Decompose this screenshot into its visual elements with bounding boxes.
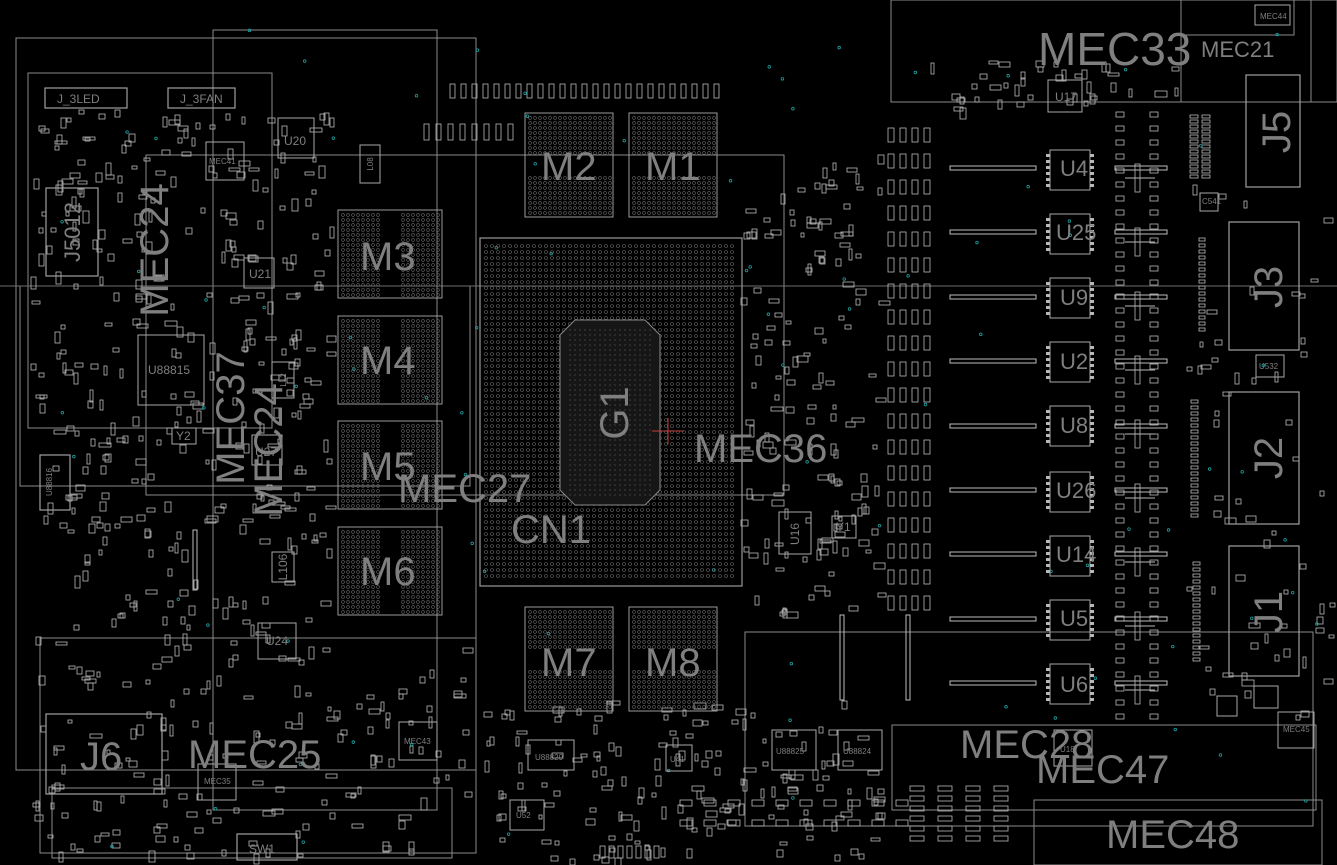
label-y1: Y1 xyxy=(836,520,851,534)
label-u26: U26 xyxy=(1056,478,1096,503)
label-u24: U24 xyxy=(266,634,288,648)
label-u21: U21 xyxy=(249,267,271,281)
label-mec48: MEC48 xyxy=(1106,813,1239,857)
label-m7: M7 xyxy=(541,641,597,685)
label-u41: U41 xyxy=(670,755,685,764)
label-u2: U2 xyxy=(1060,349,1088,374)
label-mec25: MEC25 xyxy=(188,733,321,777)
label-u88820: U88820 xyxy=(535,753,564,762)
label-j-3led: J_3LED xyxy=(57,92,100,106)
label-mec47: MEC47 xyxy=(1036,748,1169,792)
label-j5: J5 xyxy=(1255,111,1299,153)
label-u18: U18 xyxy=(1060,745,1075,754)
label-mec35: MEC35 xyxy=(204,777,231,786)
label-mec27: MEC27 xyxy=(398,467,531,511)
label-u5: U5 xyxy=(1060,606,1088,631)
label-mec33: MEC33 xyxy=(1038,23,1191,75)
label-j5012: J5012 xyxy=(60,202,85,262)
label-u6: U6 xyxy=(1060,672,1088,697)
label-m4: M4 xyxy=(360,339,416,383)
label-mec43: MEC43 xyxy=(404,737,431,746)
label-mec24: MEC24 xyxy=(133,183,177,316)
label-u4: U4 xyxy=(1060,156,1088,181)
label-mec45: MEC45 xyxy=(1283,725,1310,734)
label-u88824: U88824 xyxy=(843,747,872,756)
label-u14: U14 xyxy=(1056,542,1096,567)
label-u88816: U88816 xyxy=(45,467,54,496)
label-mec21: MEC21 xyxy=(1201,37,1274,62)
label-j2: J2 xyxy=(1247,437,1291,479)
label-j-3fan: J_3FAN xyxy=(180,92,223,106)
small-chips xyxy=(137,4,1315,831)
resistor-slots xyxy=(192,165,1168,701)
label-c541: C541 xyxy=(1202,197,1222,206)
label-u88815: U88815 xyxy=(148,363,190,377)
label-m1: M1 xyxy=(645,145,701,189)
connectors xyxy=(39,74,1301,861)
label-u8: U8 xyxy=(1060,413,1088,438)
label-l08: L08 xyxy=(366,157,375,171)
label-sw1: SW1 xyxy=(249,842,275,856)
label-l106: L106 xyxy=(276,553,290,580)
label-mec36: MEC36 xyxy=(694,427,827,471)
label-u88825: U88825 xyxy=(776,747,805,756)
label-l12: L12 xyxy=(279,373,288,387)
label-mec28: MEC28 xyxy=(960,723,1093,767)
label-m8: M8 xyxy=(645,641,701,685)
label-mec44: MEC44 xyxy=(1260,12,1287,21)
label-u20: U20 xyxy=(284,134,306,148)
label-mec24b: MEC24 xyxy=(247,383,291,516)
label-m3: M3 xyxy=(360,235,416,279)
label-j1: J1 xyxy=(1247,591,1291,633)
silkscreen-labels: MEC33 MEC21 MEC44 J5 J3 J2 J1 M2 M1 M3 M… xyxy=(45,12,1310,857)
processor-bga xyxy=(479,237,743,587)
label-mec41: MEC41 xyxy=(209,157,236,166)
label-u52: U52 xyxy=(516,811,531,820)
label-g1: G1 xyxy=(593,386,637,439)
label-j6: J6 xyxy=(80,735,122,779)
label-u532: U532 xyxy=(1259,362,1279,371)
label-m6: M6 xyxy=(360,550,416,594)
memory-chips xyxy=(337,112,718,712)
label-u9: U9 xyxy=(1060,285,1088,310)
label-m5: M5 xyxy=(360,445,416,489)
power-stage-chips xyxy=(1046,149,1094,705)
label-y2: Y2 xyxy=(176,429,191,443)
pad-field xyxy=(30,28,1336,865)
label-cn1: CN1 xyxy=(511,508,591,552)
label-u25: U25 xyxy=(1056,220,1096,245)
label-u27: U27 xyxy=(255,445,277,459)
label-m2: M2 xyxy=(541,145,597,189)
label-u16: U16 xyxy=(788,523,802,545)
label-j3: J3 xyxy=(1247,266,1291,308)
label-mec37: MEC37 xyxy=(209,351,253,484)
label-u17: U17 xyxy=(1055,90,1077,104)
